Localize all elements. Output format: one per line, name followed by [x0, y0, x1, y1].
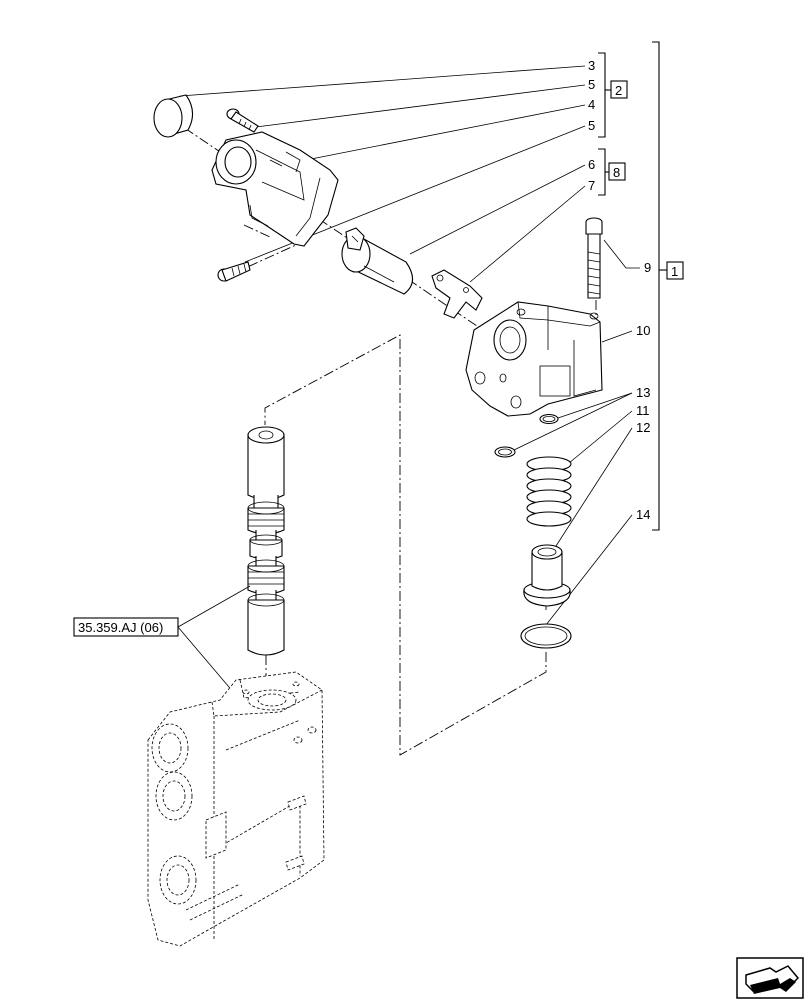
callout-3: 3	[588, 58, 595, 73]
reference-text: 35.359.AJ (06)	[78, 620, 163, 635]
kit-bracket-1: 1	[652, 41, 684, 531]
callout-5-upper: 5	[588, 77, 595, 92]
seal-part-11	[494, 446, 516, 458]
callout-14: 14	[636, 507, 650, 522]
callout-9: 9	[644, 260, 651, 275]
callout-10: 10	[636, 323, 650, 338]
screw-part-5-lower	[217, 261, 251, 282]
kit-bracket-2: 2	[598, 52, 628, 138]
o-ring-part-14	[520, 623, 572, 649]
callout-4: 4	[588, 97, 595, 112]
screw-part-5-upper	[226, 108, 259, 133]
leader-lines	[179, 65, 640, 626]
end-cap-part-3	[153, 94, 194, 138]
callout-11: 11	[636, 403, 650, 418]
actuator-housing-part-4	[211, 131, 339, 247]
bolt-part-9	[585, 217, 603, 299]
next-page-icon[interactable]	[736, 957, 804, 999]
solenoid-part-6	[341, 227, 414, 295]
lever-part-7	[431, 269, 483, 319]
spool	[247, 426, 285, 656]
callout-6: 6	[588, 157, 595, 172]
callout-7: 7	[588, 178, 595, 193]
assembly-centerlines	[169, 117, 597, 756]
reference-label: 35.359.AJ (06)	[73, 585, 251, 701]
valve-section-housing	[147, 671, 325, 947]
callout-5-lower: 5	[588, 118, 595, 133]
callout-13: 13	[636, 385, 650, 400]
kit-label-2: 2	[615, 83, 622, 98]
kit-bracket-8: 8	[598, 148, 626, 196]
plug-part-14	[523, 544, 571, 607]
valve-body-part-10	[465, 301, 603, 417]
kit-label-8: 8	[613, 165, 620, 180]
kit-label-1: 1	[671, 264, 678, 279]
spring-part-12	[526, 456, 572, 527]
callout-12: 12	[636, 420, 650, 435]
